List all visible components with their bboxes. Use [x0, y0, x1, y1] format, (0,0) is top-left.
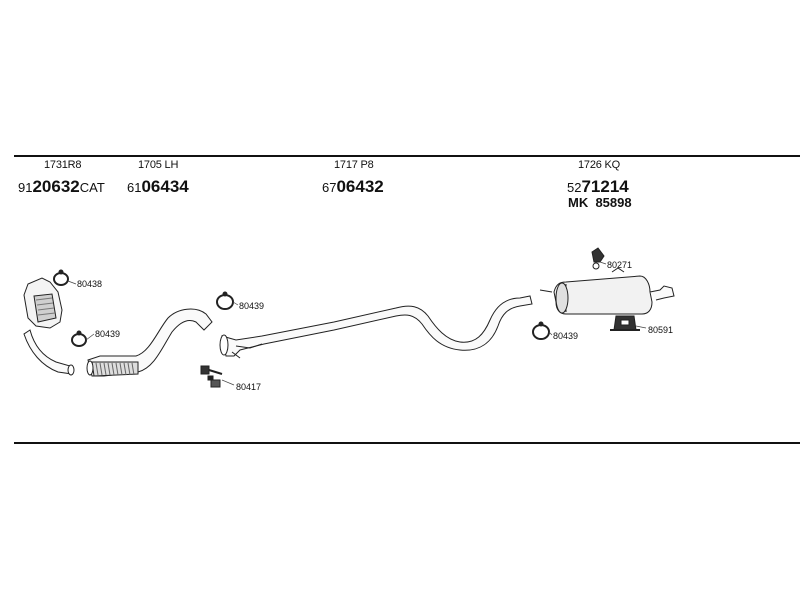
part-ref-catalytic: 1731R8	[44, 159, 82, 171]
part-number-main: 20632	[32, 177, 80, 196]
part-number-suffix: CAT	[79, 180, 105, 195]
part-number-catalytic: 9120632CAT	[18, 178, 105, 195]
catalytic-converter	[23, 277, 75, 376]
part-number-main: 06434	[141, 177, 189, 196]
part-ref-middle-pipe: 1717 P8	[334, 159, 374, 171]
middle-pipe	[219, 295, 533, 359]
callout-clamp-cat-bottom: 80439	[95, 329, 121, 339]
rubber-mount-icon	[610, 315, 640, 331]
callout-bolt-kit: 80417	[236, 382, 262, 392]
callout-rubber-mount: 80591	[648, 325, 674, 335]
part-number-prefix: 91	[18, 180, 33, 195]
rear-silencer	[539, 267, 675, 315]
leader-lines	[67, 261, 647, 386]
part-number-main: 06432	[336, 177, 384, 196]
mounting-kit-prefix: MK	[568, 195, 589, 210]
bolt-kit-icon	[200, 365, 223, 388]
part-number-main: 71214	[581, 177, 629, 196]
clamp-icon	[71, 330, 87, 347]
callout-clamp-cat-top: 80438	[77, 279, 103, 289]
callout-clamp-front-pipe: 80439	[239, 301, 265, 311]
mounting-kit-main: 85898	[595, 195, 632, 210]
callout-rubber-hanger: 80271	[607, 260, 633, 270]
clamp-icon	[216, 291, 234, 310]
part-number-middle-pipe: 6706432	[322, 178, 384, 195]
part-ref-front-pipe: 1705 LH	[138, 159, 179, 171]
mounting-kit-number: MK 85898	[568, 196, 632, 209]
part-number-rear-silencer: 5271214	[567, 178, 629, 195]
part-number-prefix: 52	[567, 180, 582, 195]
clamp-icon	[53, 269, 69, 286]
rubber-hanger-icon	[591, 247, 605, 270]
front-pipe	[86, 308, 213, 377]
part-number-prefix: 67	[322, 180, 337, 195]
part-ref-rear-silencer: 1726 KQ	[578, 159, 621, 171]
callout-clamp-rear: 80439	[553, 331, 579, 341]
part-number-front-pipe: 6106434	[127, 178, 189, 195]
part-number-prefix: 61	[127, 180, 142, 195]
clamp-icon	[532, 321, 550, 340]
